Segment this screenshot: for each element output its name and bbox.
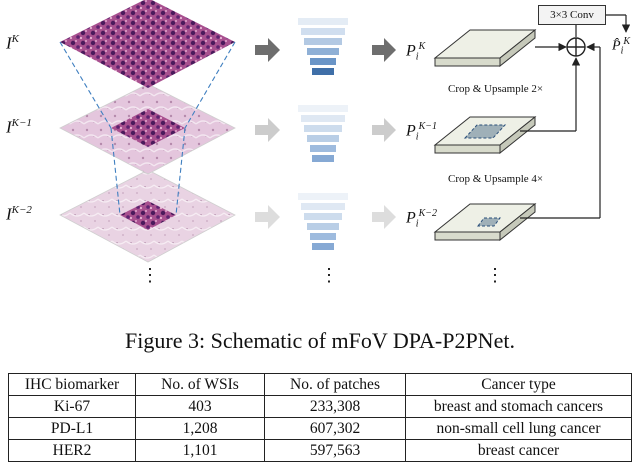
ellipsis-patches: ⋮ [141,265,159,285]
table-cell: 1,101 [135,439,265,462]
dataset-table: IHC biomarker No. of WSIs No. of patches… [8,373,632,462]
table-cell: 597,563 [264,439,406,462]
plus-operator-icon [566,37,586,57]
encoder-k [298,18,348,75]
final-output-label: P̂iK [612,36,631,57]
feature-map-k1 [433,115,537,155]
feature-map-k2 [433,202,537,242]
table-cell: non-small cell lung cancer [405,417,632,440]
table-cell: breast and stomach cancers [405,395,632,418]
crop-upsample-2x-label: Crop & Upsample 2× [448,83,544,95]
ellipsis-feature-maps: ⋮ [486,265,504,285]
table-row: Ki-67 403 233,308 breast and stomach can… [8,395,632,418]
table-cell: 403 [135,395,265,418]
level-label-k: IK [6,33,20,53]
projection-lines [59,41,236,216]
crop-upsample-4x-label: Crop & Upsample 4× [448,173,544,185]
output-label-k: PiK [406,41,426,63]
schematic-svg [59,0,631,263]
dpa-p2pnet-schematic: IK IK−1 IK−2 PiK PiK−1 PiK−2 P̂iK 3×3 Co… [6,0,631,285]
table-header-cell: No. of patches [264,373,406,396]
table-row: PD-L1 1,208 607,302 non-small cell lung … [8,417,632,440]
table-header-cell: IHC biomarker [8,373,136,396]
output-label-k1: PiK−1 [406,121,437,143]
table-row: HER2 1,101 597,563 breast cancer [8,439,632,462]
feature-map-k [433,28,537,68]
level-label-k2: IK−2 [6,204,32,224]
table-header-cell: No. of WSIs [135,373,265,396]
patch-level-k2 [59,169,236,263]
table-cell: Ki-67 [8,395,136,418]
table-cell: HER2 [8,439,136,462]
figure-caption: Figure 3: Schematic of mFoV DPA-P2PNet. [125,328,515,353]
patch-level-k [60,0,235,88]
table-cell: PD-L1 [8,417,136,440]
table-cell: 1,208 [135,417,265,440]
conv-block: 3×3 Conv [538,5,606,25]
table-cell: 607,302 [264,417,406,440]
encoder-k2 [298,193,348,250]
fusion-connections [520,14,631,219]
table-cell: 233,308 [264,395,406,418]
level-label-k1: IK−1 [6,117,32,137]
ellipsis-encoders: ⋮ [320,265,338,285]
output-label-k2: PiK−2 [406,208,437,230]
table-header-row: IHC biomarker No. of WSIs No. of patches… [8,373,632,396]
encoder-k1 [298,105,348,162]
patch-level-k1 [59,83,236,175]
output-arrows [372,38,396,229]
table-cell: breast cancer [405,439,632,462]
table-header-cell: Cancer type [405,373,632,396]
input-arrows [255,38,280,229]
